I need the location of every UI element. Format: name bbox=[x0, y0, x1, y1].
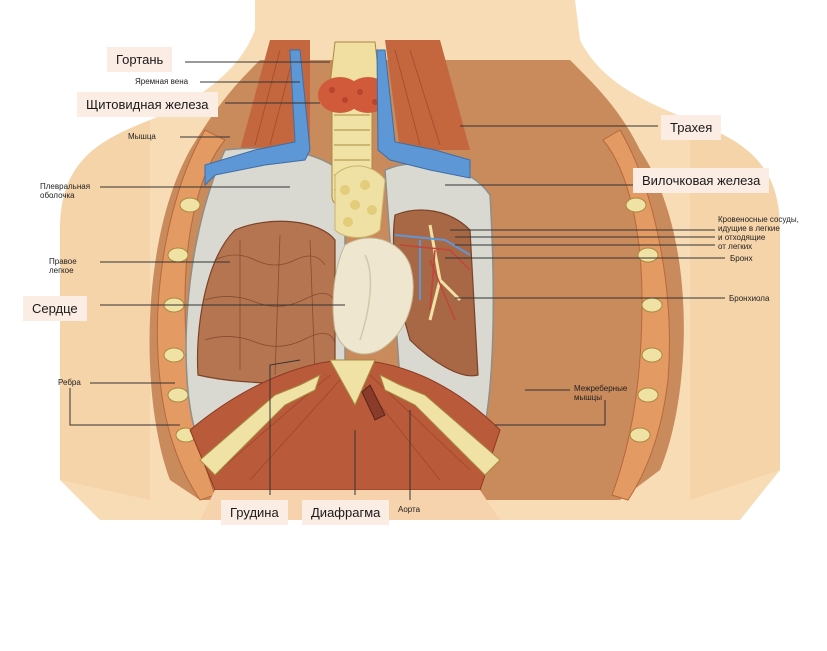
sternum-xiphoid bbox=[329, 359, 376, 407]
aorta bbox=[361, 384, 386, 421]
label-bronchiole: Бронхиола bbox=[729, 294, 770, 303]
rib-bone bbox=[179, 197, 201, 213]
rib-bone bbox=[629, 427, 651, 443]
label-intercostal-muscles: Межреберные мышцы bbox=[574, 384, 628, 402]
label-aorta: Аорта bbox=[398, 505, 421, 514]
bronchus bbox=[428, 224, 462, 321]
rib-bone bbox=[637, 387, 659, 403]
rib-bone bbox=[163, 347, 185, 363]
label-diaphragm: Диафрагма bbox=[302, 500, 390, 525]
heart bbox=[332, 237, 414, 355]
rib-bone bbox=[637, 247, 659, 263]
label-ribs: Ребра bbox=[58, 378, 81, 387]
label-pleura: Плевральная оболочка bbox=[40, 182, 91, 200]
rib-bone bbox=[167, 387, 189, 403]
rib-bone bbox=[167, 247, 189, 263]
label-trachea: Трахея bbox=[661, 115, 722, 140]
jugular-vein-left bbox=[204, 49, 311, 187]
label-muscle: Мышца bbox=[128, 132, 156, 141]
label-larynx: Гортань bbox=[107, 47, 173, 72]
label-right-lung: Правое легкое bbox=[49, 257, 77, 275]
rib-bone bbox=[641, 347, 663, 363]
label-heart: Сердце bbox=[23, 296, 87, 321]
jugular-vein-right bbox=[376, 49, 471, 179]
label-blood-vessels: Кровеносные сосуды, идущие в легкие и от… bbox=[718, 215, 799, 251]
label-jugular-vein: Яремная вена bbox=[135, 77, 189, 86]
label-thyroid-gland: Щитовидная железа bbox=[77, 92, 218, 117]
rib-wall-right bbox=[602, 129, 670, 501]
rib-bone bbox=[625, 197, 647, 213]
label-thymus-gland: Вилочковая железа bbox=[633, 168, 770, 193]
pulmonary-vessels bbox=[394, 234, 471, 300]
label-bronchus: Бронх bbox=[730, 254, 753, 263]
label-sternum: Грудина bbox=[221, 500, 288, 525]
rib-bone bbox=[641, 297, 663, 313]
thymus-gland bbox=[334, 165, 386, 238]
